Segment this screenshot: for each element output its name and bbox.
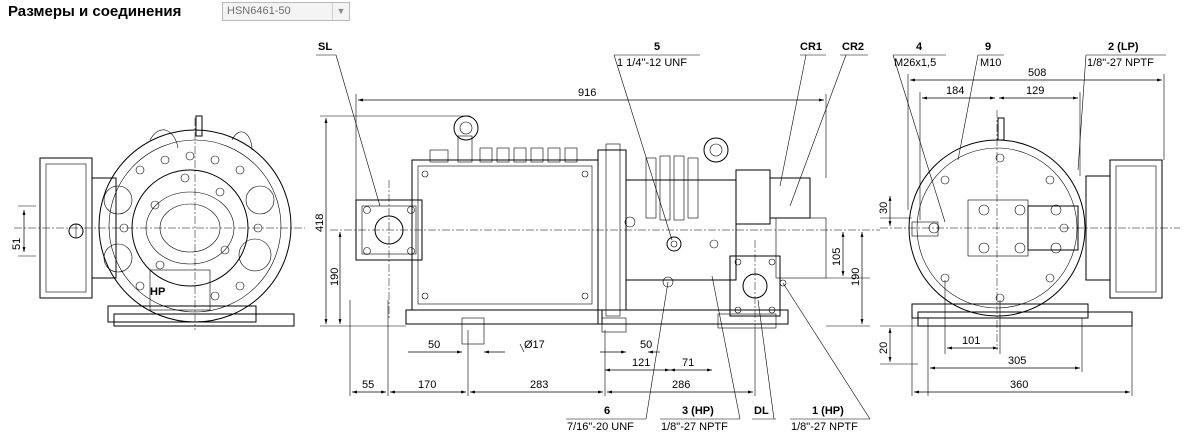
callout-cr2: CR2 [842, 41, 864, 53]
callout-6-num: 6 [604, 405, 610, 417]
dim-55: 55 [362, 379, 374, 391]
dim-105: 105 [831, 248, 843, 266]
callout-5-spec: 1 1/4"-12 UNF [617, 57, 687, 69]
dim-184: 184 [946, 85, 964, 97]
dim-305: 305 [1008, 355, 1026, 367]
dim-50-right: 50 [640, 339, 652, 351]
dim-916: 916 [578, 87, 596, 99]
callout-9-num: 9 [985, 41, 991, 53]
callout-9-spec: M10 [980, 57, 1001, 69]
callout-sl: SL [318, 41, 332, 53]
dim-170: 170 [418, 379, 436, 391]
dim-50-left: 50 [428, 339, 440, 351]
model-select-value: HSN6461-50 [227, 5, 291, 17]
callout-6-spec: 7/16"-20 UNF [567, 421, 634, 433]
callout-2-spec: 1/8"-27 NPTF [1087, 57, 1154, 69]
left-end-view: HP 51 [11, 115, 305, 330]
callout-3-spec: 1/8"-27 NPTF [661, 421, 728, 433]
dim-51: 51 [11, 238, 23, 250]
callout-1-spec: 1/8"-27 NPTF [791, 421, 858, 433]
dim-121: 121 [632, 357, 650, 369]
callout-2-num: 2 (LP) [1108, 41, 1139, 53]
dim-190-left: 190 [329, 268, 341, 286]
callouts: SL 5 1 1/4"-12 UNF CR1 CR2 4 M26x1,5 9 M… [316, 41, 1166, 433]
dim-418: 418 [314, 214, 326, 232]
dim-129: 129 [1026, 85, 1044, 97]
callout-4-spec: M26x1,5 [894, 57, 936, 69]
page-title: Размеры и соединения [8, 3, 182, 20]
dim-508: 508 [1028, 67, 1046, 79]
callout-3-num: 3 (HP) [682, 405, 714, 417]
callout-cr1: CR1 [800, 41, 822, 53]
dim-190-right: 190 [850, 268, 862, 286]
middle-side-view: 916 418 190 105 190 50 Ø17 50 121 71 [314, 87, 880, 396]
dim-71: 71 [682, 357, 694, 369]
dim-360: 360 [1010, 379, 1028, 391]
dim-d17: Ø17 [524, 339, 545, 351]
model-select[interactable]: HSN6461-50 ▼ [222, 2, 350, 21]
dim-283: 283 [530, 379, 548, 391]
dim-286: 286 [672, 379, 690, 391]
dim-101: 101 [962, 335, 980, 347]
callout-5-num: 5 [654, 41, 660, 53]
dim-20: 20 [878, 342, 890, 354]
callout-1-num: 1 (HP) [812, 405, 844, 417]
hp-label: HP [150, 286, 165, 298]
callout-dl: DL [754, 405, 769, 417]
callout-4-num: 4 [916, 41, 923, 53]
chevron-down-icon[interactable]: ▼ [332, 3, 349, 20]
dim-30: 30 [878, 202, 890, 214]
right-end-view: 508 184 129 30 20 101 305 360 [878, 67, 1180, 396]
